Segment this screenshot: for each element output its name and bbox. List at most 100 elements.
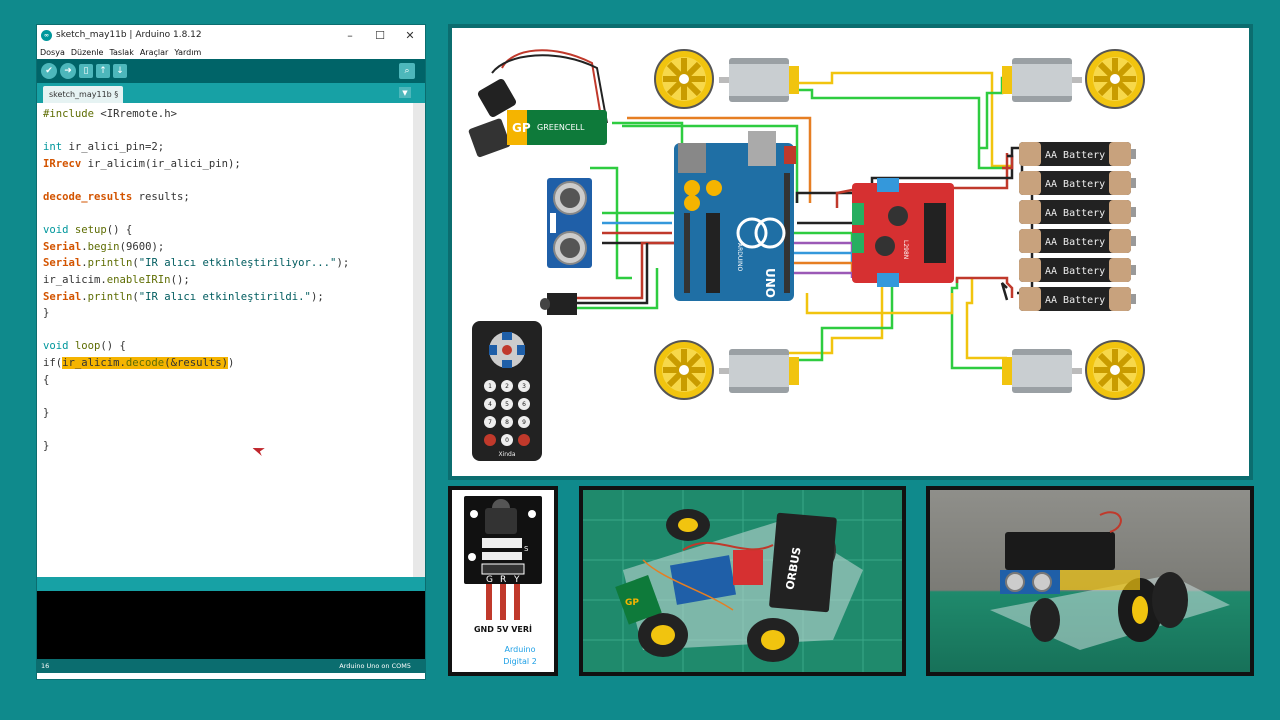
ir-receiver <box>540 293 577 315</box>
toolbar: ✔ ➜ ▯ ↑ ↓ ⌕ <box>37 59 425 83</box>
wire <box>577 243 649 305</box>
code-token: void <box>43 224 69 237</box>
wire <box>787 88 1012 170</box>
wire <box>622 124 799 203</box>
code-line: void loop() { <box>43 338 413 355</box>
code-token: <IRremote.h> <box>94 108 177 120</box>
remote-key: 7 <box>488 419 492 426</box>
code-line: IRrecv ir_alicim(ir_alici_pin); <box>43 156 413 173</box>
wire <box>797 221 859 240</box>
tab-sketch[interactable]: sketch_may11b § <box>43 86 123 103</box>
code-line <box>43 123 413 140</box>
wire <box>805 293 954 315</box>
aa-label: AA Battery <box>1045 150 1105 161</box>
code-line <box>43 388 413 405</box>
wire <box>612 121 684 223</box>
code-token: ir_alicim. <box>43 273 107 286</box>
code-line <box>43 322 413 339</box>
circuit-diagram: GP GREENCELL UNO ARDUINO <box>448 24 1253 480</box>
code-token: #include <box>43 108 95 120</box>
aa-label: AA Battery <box>1045 237 1105 248</box>
wire <box>950 278 1007 370</box>
code-token: decode_results <box>43 190 133 203</box>
menu-tools[interactable]: Araçlar <box>139 47 169 57</box>
code-token: } <box>43 307 50 320</box>
remote-key: 5 <box>505 401 509 408</box>
motor-rear-left <box>719 349 799 393</box>
aa-label: AA Battery <box>1045 295 1105 306</box>
code-token: { <box>43 373 50 386</box>
signal-pin-marker: S <box>524 545 529 553</box>
motor-rear-right <box>1002 349 1082 393</box>
ir-module-pinout: S G R Y GND 5V VERİ Arduino Digital 2 <box>448 486 558 676</box>
battery-9v-brand: GP <box>512 121 531 135</box>
board-port: Arduino Uno on COM5 <box>339 662 411 670</box>
code-token: Serial <box>43 257 82 270</box>
code-line: #include <IRremote.h> <box>43 106 413 123</box>
code-token: () { <box>106 224 133 237</box>
menu-file[interactable]: Dosya <box>40 47 65 57</box>
driver-label: L298N <box>902 240 909 259</box>
wire <box>792 271 854 278</box>
code-token: "IR alıcı etkinleştirildi." <box>138 290 311 303</box>
arduino-brand: ARDUINO <box>736 243 743 272</box>
code-line: ir_alicim.enableIRIn(); <box>43 272 413 289</box>
code-token: . <box>81 257 88 270</box>
new-icon[interactable]: ▯ <box>79 64 93 78</box>
photo2-svg <box>930 490 1250 672</box>
code-line: } <box>43 405 413 422</box>
window-title: sketch_may11b | Arduino 1.8.12 <box>56 30 202 40</box>
code-token: ); <box>310 290 324 303</box>
wire <box>792 231 854 243</box>
ir-module-svg: S G R Y GND 5V VERİ Arduino Digital 2 <box>452 490 554 672</box>
code-token: () { <box>100 340 126 353</box>
code-token: int <box>43 141 63 154</box>
wire <box>792 261 854 273</box>
motor-front-left <box>719 58 799 102</box>
cell-brand-photo: GP <box>625 598 639 608</box>
menu-edit[interactable]: Düzenle <box>70 47 104 57</box>
close-icon[interactable]: ✕ <box>405 28 415 42</box>
code-token: Serial <box>43 290 82 303</box>
code-selection: ir_alicim.decode(&results) <box>62 356 228 369</box>
aa-label: AA Battery <box>1045 208 1105 219</box>
verify-icon[interactable]: ✔ <box>41 63 57 79</box>
code-token: setup <box>74 224 107 237</box>
code-token: ) <box>227 356 235 369</box>
code-token: enableIRIn <box>106 273 171 286</box>
tab-menu-icon[interactable]: ▼ <box>399 87 411 98</box>
wire <box>787 276 894 362</box>
code-token: ( <box>132 257 139 270</box>
code-token: IRrecv <box>43 157 82 170</box>
editor-divider[interactable] <box>37 577 425 591</box>
wire <box>787 71 1012 168</box>
wire <box>965 278 1007 360</box>
robot-car-photo-top: ORBUS GP <box>579 486 906 676</box>
maximize-icon[interactable]: ☐ <box>375 28 385 42</box>
upload-icon[interactable]: ➜ <box>60 63 76 79</box>
wheel-rear-left <box>655 341 713 399</box>
menu-sketch[interactable]: Taslak <box>109 47 134 57</box>
code-token: (&results) <box>164 356 228 369</box>
remote-key: 1 <box>488 383 492 390</box>
menu-help[interactable]: Yardım <box>174 47 202 57</box>
l298n-driver: L298N <box>852 178 954 287</box>
code-line <box>43 172 413 189</box>
pin-gnd: G <box>486 575 493 585</box>
save-icon[interactable]: ↓ <box>113 64 127 78</box>
arduino-label: Arduino <box>505 645 536 654</box>
serial-monitor-icon[interactable]: ⌕ <box>399 63 415 79</box>
arduino-ide-window: ∞ sketch_may11b | Arduino 1.8.12 – ☐ ✕ D… <box>36 24 426 680</box>
code-token: . <box>81 240 88 253</box>
remote-key: 3 <box>522 383 526 390</box>
code-token: "IR alıcı etkinleştiriliyor..." <box>138 257 337 270</box>
code-token: println <box>87 290 133 303</box>
minimize-icon[interactable]: – <box>347 28 353 42</box>
remote-key: 0 <box>505 437 509 444</box>
code-token: void <box>43 340 69 353</box>
code-line: Serial.println("IR alıcı etkinleştiriliy… <box>43 255 413 272</box>
code-token: (); <box>170 273 190 286</box>
remote-key: 2 <box>505 383 509 390</box>
code-editor[interactable]: #include <IRremote.h> int ir_alici_pin=2… <box>37 103 425 577</box>
open-icon[interactable]: ↑ <box>96 64 110 78</box>
